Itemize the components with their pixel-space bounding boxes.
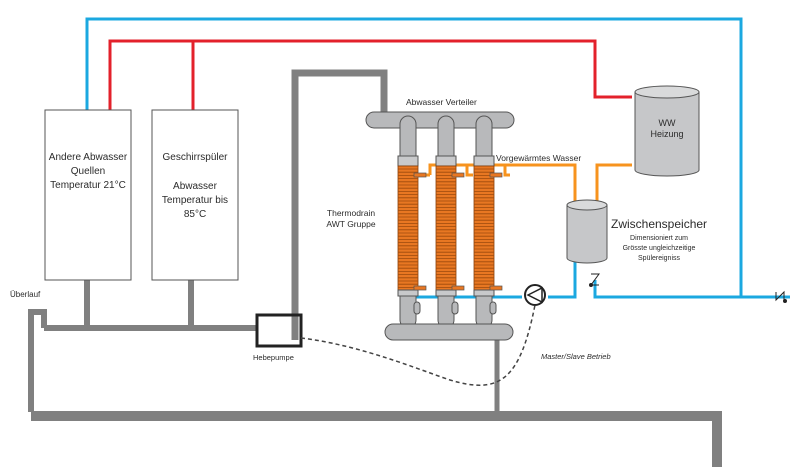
master-slave-control-line [300, 304, 536, 386]
distributor-manifold-bottom [384, 323, 514, 341]
preheated-water-line [424, 163, 632, 205]
lift-pump-label: Hebepumpe [253, 353, 294, 362]
heat-exchanger-group [397, 115, 503, 329]
source-other-wastewater: Andere Abwasser Quellen Temperatur 21°C [44, 109, 132, 281]
pipe-collar [435, 155, 457, 167]
pipe-collar [397, 155, 419, 167]
pipe-collar [473, 155, 495, 167]
overflow-label: Überlauf [10, 290, 41, 299]
cleanout-port [489, 301, 497, 315]
lift-pump[interactable] [255, 313, 303, 348]
buffer-desc-2: Grösste ungleichzeitige [623, 245, 696, 252]
svg-text:Geschirrspüler: Geschirrspüler [162, 152, 228, 163]
source-2-line-1: Geschirrspüler [162, 152, 228, 163]
check-valve-icon [589, 273, 600, 287]
svg-text:Temperatur 21°C: Temperatur 21°C [50, 180, 126, 191]
cleanout-port [451, 301, 459, 315]
source-2-line-4: Temperatur bis [162, 195, 228, 206]
awt-group-label-1: Thermodrain [327, 208, 375, 218]
svg-text:Andere Abwasser: Andere Abwasser [49, 152, 128, 163]
svg-text:Abwasser: Abwasser [173, 181, 218, 192]
source-1-line-3: Temperatur 21°C [50, 180, 126, 191]
awt-group-label-2: AWT Gruppe [326, 219, 375, 229]
heat-exchanger-column [397, 115, 427, 329]
source-2-line-5: 85°C [184, 209, 206, 220]
buffer-title: Zwischenspeicher [611, 217, 707, 231]
source-1-line-2: Quellen [71, 166, 105, 177]
distributor-label: Abwasser Verteiler [406, 97, 477, 107]
ww-heater-tank: WW Heizung [634, 85, 700, 177]
pipe-collar [473, 289, 495, 297]
hot-water-line [108, 39, 632, 110]
inlet-valve-icon [775, 290, 787, 303]
ww-heater-label-1: WW [659, 118, 676, 128]
buffer-desc-1: Dimensioniert zum [630, 235, 688, 242]
buffer-desc-3: Spülereigniss [638, 255, 681, 262]
source-2-line-3: Abwasser [173, 181, 218, 192]
ww-heater-label-2: Heizung [650, 129, 683, 139]
waste-water-pipes [28, 69, 722, 467]
source-dishwasher: Geschirrspüler Abwasser Temperatur bis 8… [151, 109, 239, 281]
svg-text:85°C: 85°C [184, 209, 206, 220]
preheated-water-label: Vorgewärmtes Wasser [496, 153, 581, 163]
source-1-line-1: Andere Abwasser [49, 152, 128, 163]
master-slave-label: Master/Slave Betrieb [541, 352, 611, 361]
svg-text:Quellen: Quellen [71, 166, 105, 177]
pipe-collar [397, 289, 419, 297]
pipe-collar [435, 289, 457, 297]
svg-text:Temperatur bis: Temperatur bis [162, 195, 228, 206]
cleanout-port [413, 301, 421, 315]
circulation-pump-icon[interactable] [524, 284, 546, 306]
heat-exchanger-column [473, 115, 503, 329]
buffer-tank [566, 199, 608, 264]
